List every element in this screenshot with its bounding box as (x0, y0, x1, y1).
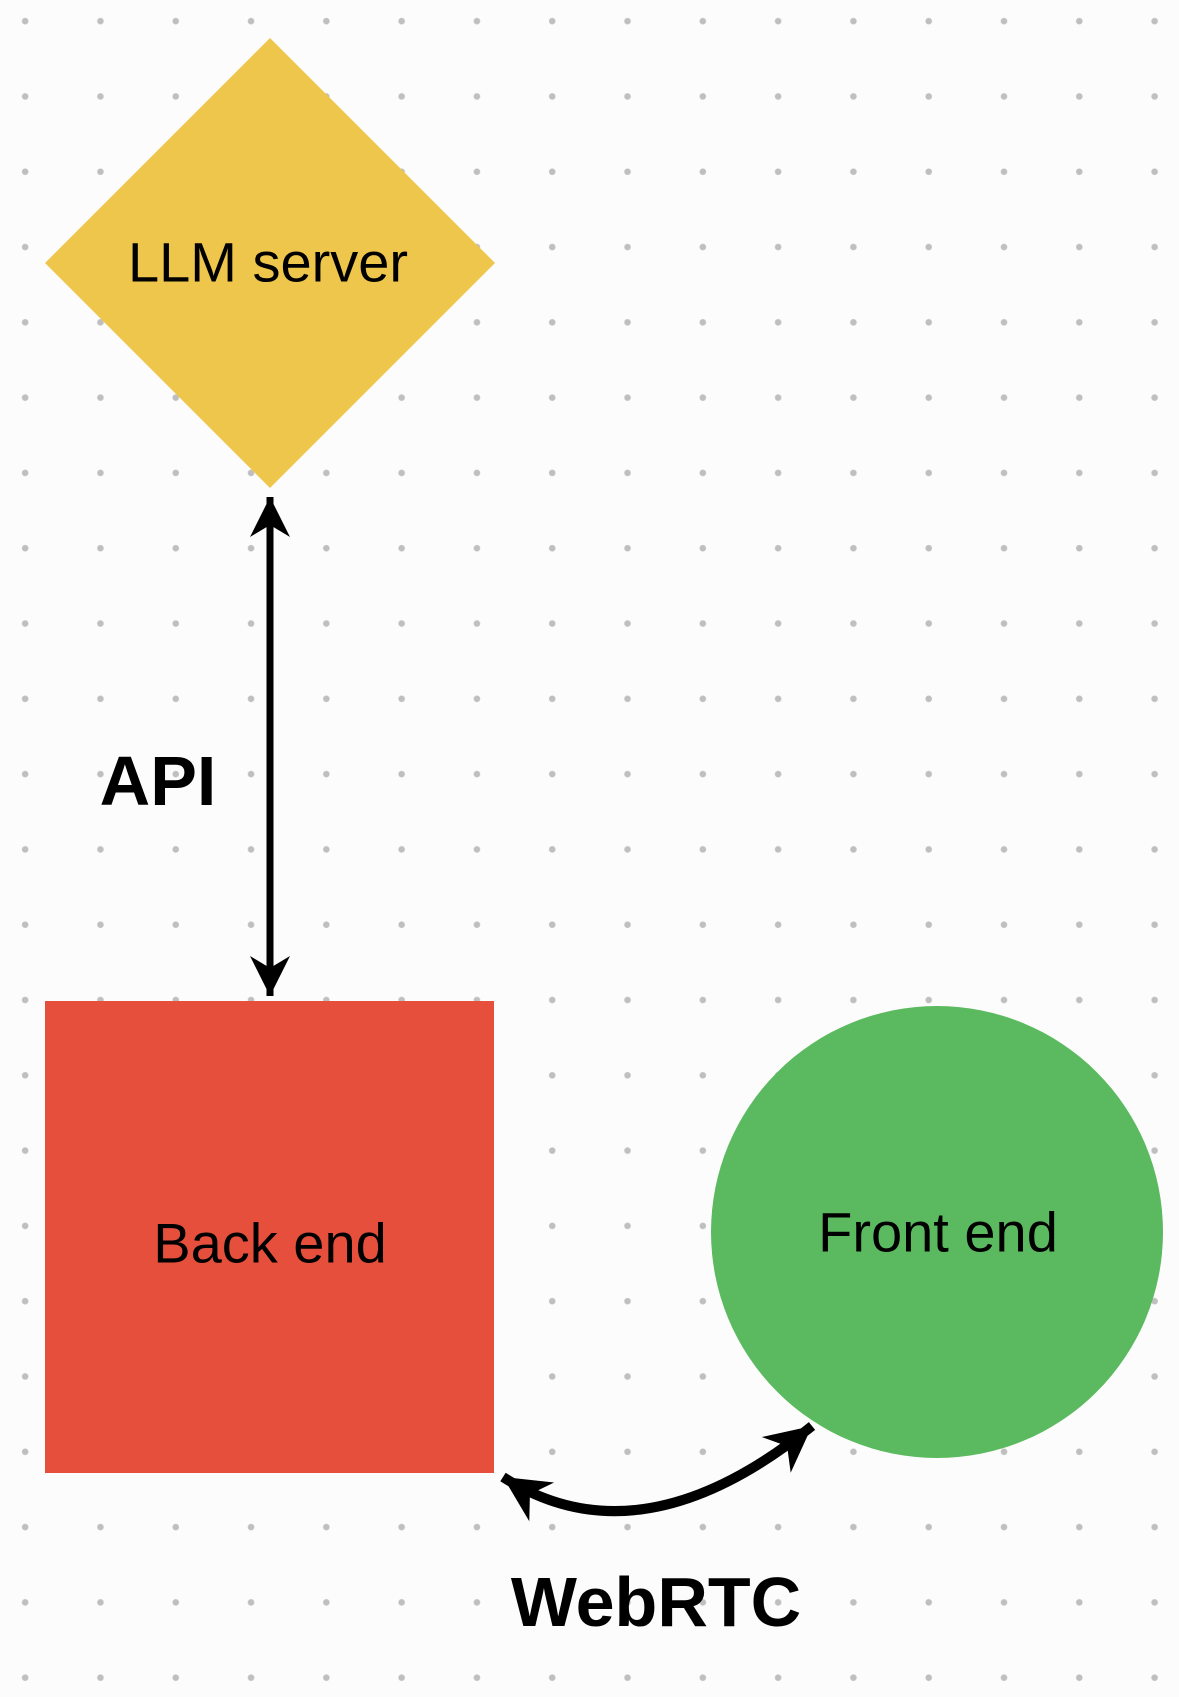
webrtc-arrow[interactable] (500, 1422, 816, 1522)
node-front-end[interactable] (711, 1006, 1163, 1458)
edge-label-api: API (99, 742, 217, 820)
node-label-llm-server: LLM server (127, 230, 409, 294)
node-back-end[interactable] (45, 1001, 494, 1473)
node-llm-server[interactable] (45, 38, 495, 488)
edge-label-webrtc: WebRTC (510, 1563, 802, 1641)
node-label-front-end: Front end (818, 1200, 1058, 1264)
node-label-back-end: Back end (153, 1211, 387, 1275)
